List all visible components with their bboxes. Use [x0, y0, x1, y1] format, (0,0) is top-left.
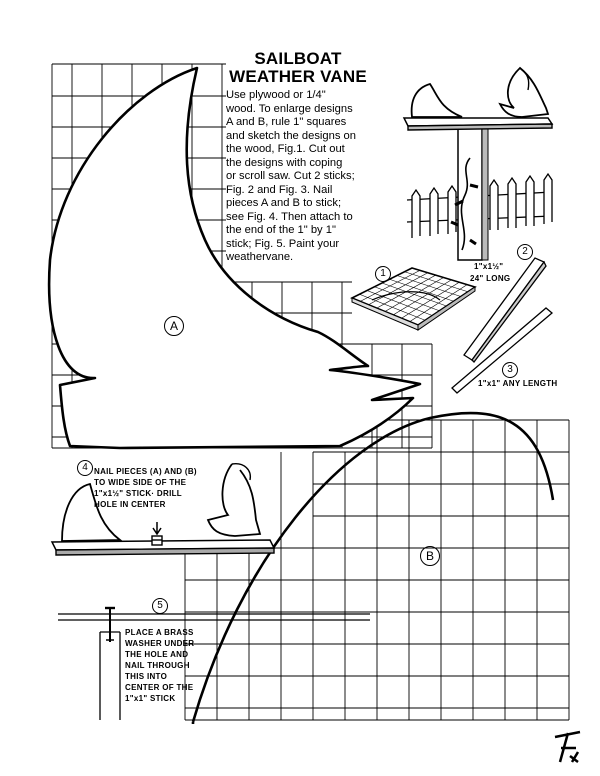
- fig3-number: 3: [502, 362, 518, 378]
- assembled-weather-vane: [402, 66, 554, 261]
- fig4-note-line: TO WIDE SIDE OF THE: [94, 478, 187, 487]
- fig1-grid-board: [350, 267, 477, 331]
- pattern-b-grid: [184, 419, 570, 721]
- fig5-note-line: CENTER OF THE: [125, 683, 194, 692]
- grid-line: [389, 278, 454, 302]
- page-title: SAILBOAT WEATHER VANE: [218, 50, 378, 86]
- instruction-line: A and B, rule 1" squares: [226, 116, 347, 128]
- instruction-line: the designs with coping: [226, 156, 343, 169]
- fig2-length-label: 24" LONG: [470, 274, 511, 283]
- fig3-stick: [451, 307, 554, 394]
- instruction-line: or scroll saw. Cut 2 sticks;: [226, 170, 355, 182]
- fig4-note-line: 1"x1½" STICK· DRILL: [94, 489, 182, 498]
- grid-line: [409, 284, 468, 322]
- instruction-line: see Fig. 4. Then attach to: [226, 210, 353, 223]
- title-line2: WEATHER VANE: [229, 67, 367, 86]
- grid-line: [401, 281, 460, 319]
- signature-logo: [554, 730, 581, 763]
- fig2-size-label: 1"x1½": [474, 262, 504, 271]
- grid-line: [404, 271, 468, 293]
- fig3-size-label: 1"x1" ANY LENGTH: [478, 379, 558, 388]
- title-line1: SAILBOAT: [254, 49, 342, 68]
- fig5-note-line: PLACE A BRASS: [125, 628, 194, 637]
- fig1-number: 1: [375, 266, 391, 282]
- grid-line: [393, 279, 452, 316]
- pattern-a-label: A: [164, 316, 184, 336]
- fig4-note-line: NAIL PIECES (A) AND (B): [94, 467, 197, 476]
- fig5-post-detail: [58, 606, 370, 720]
- grid-line: [396, 275, 461, 297]
- instructions-text: Use plywood or 1/4"wood. To enlarge desi…: [226, 89, 410, 265]
- pattern-b-label: B: [420, 546, 440, 566]
- fig5-note-line: THIS INTO: [125, 672, 168, 681]
- fig5-note-line: NAIL THROUGH: [125, 661, 190, 670]
- pattern-b-fin: [191, 411, 555, 724]
- fig5-number: 5: [152, 598, 168, 614]
- instruction-line: weathervane.: [226, 251, 294, 263]
- fig5-note: PLACE A BRASS WASHER UNDER THE HOLE AND NAI…: [125, 627, 194, 704]
- instruction-line: pieces A and B to stick;: [226, 197, 342, 209]
- fig2-number: 2: [517, 244, 533, 260]
- grid-line: [384, 277, 444, 312]
- instruction-line: the wood, Fig.1. Cut out: [226, 143, 345, 155]
- fig4-assembly: [50, 463, 276, 556]
- instruction-line: the end of the 1" by 1": [226, 224, 336, 236]
- fig2-stick: [463, 257, 547, 363]
- fig5-note-line: THE HOLE AND: [125, 650, 189, 659]
- fig4-note-line: HOLE IN CENTER: [94, 500, 166, 509]
- instruction-line: stick; Fig. 5. Paint your: [226, 237, 340, 250]
- fig5-note-line: WASHER UNDER: [125, 639, 195, 648]
- fig4-number: 4: [77, 460, 93, 476]
- fig5-note-line: 1"x1" STICK: [125, 694, 176, 703]
- fig4-note: NAIL PIECES (A) AND (B) TO WIDE SIDE OF T…: [94, 466, 197, 510]
- instruction-line: and sketch the designs on: [226, 129, 356, 142]
- instruction-line: Use plywood or 1/4": [226, 89, 326, 101]
- instruction-line: Fig. 2 and Fig. 3. Nail: [226, 183, 333, 196]
- pattern-a-sail: [47, 66, 422, 450]
- instruction-line: wood. To enlarge designs: [226, 102, 353, 115]
